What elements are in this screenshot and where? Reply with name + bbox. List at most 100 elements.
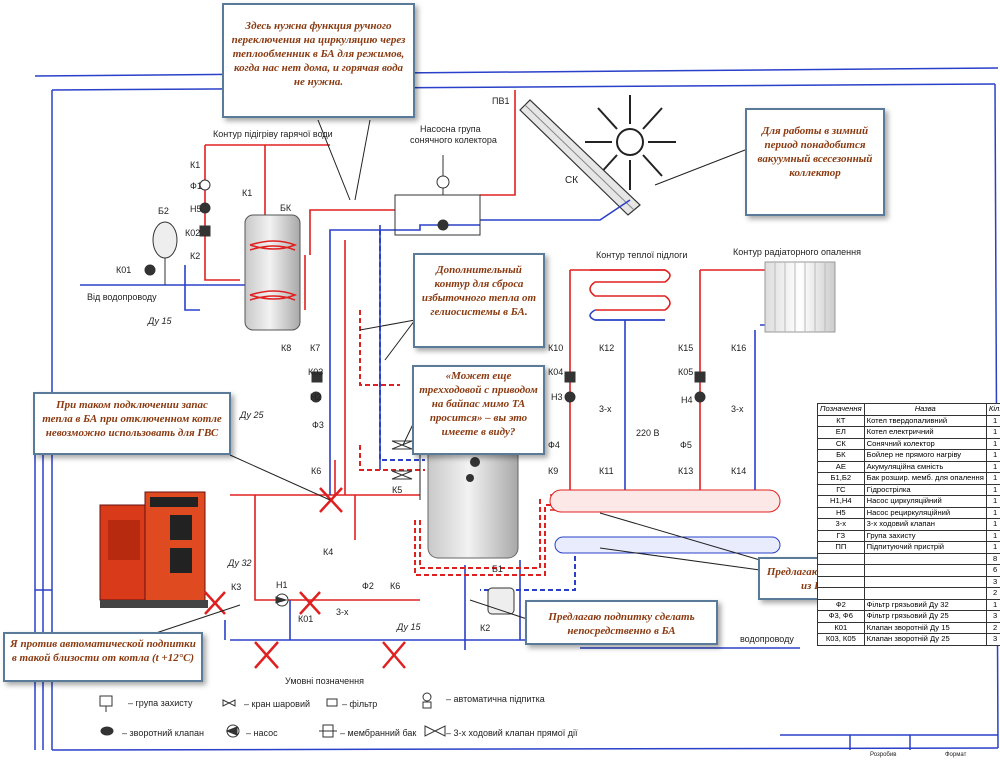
spec-row: 3	[818, 576, 1000, 588]
spec-cell-qty: 1	[986, 484, 1000, 496]
spec-cell-name: Бойлер не прямого нагріву	[864, 450, 986, 462]
stamp-developer: Розробив	[870, 752, 896, 758]
spec-cell-qty: 1	[986, 427, 1000, 439]
callout-makeup-ba: Предлагаю подпитку сделать непосредствен…	[525, 600, 718, 645]
bk-label: БК	[280, 203, 291, 213]
valve-k1a: К1	[190, 160, 200, 170]
valve-k1b: К1	[242, 188, 252, 198]
winter-leader	[655, 150, 745, 185]
spec-cell-qty: 1	[986, 415, 1000, 427]
valve-k13: К13	[678, 466, 693, 476]
spec-cell-name: Бак розшир. мемб. для опалення	[864, 473, 986, 485]
spec-cell-qty: 8	[986, 553, 1000, 565]
pump-group-box	[395, 155, 480, 235]
valve-k05: К05	[678, 367, 693, 377]
callout-manual-switch: Здесь нужна функция ручного переключения…	[222, 3, 415, 118]
spec-cell-code: Н1,Н4	[818, 496, 865, 508]
spec-cell-qty: 1	[986, 496, 1000, 508]
spec-cell-code: ГС	[818, 484, 865, 496]
hydro-separator	[550, 490, 780, 553]
threeway-valve-1: 3-х	[336, 607, 349, 617]
callout-extra-loop: Дополнительный контур для сброса избыточ…	[413, 253, 545, 348]
spec-cell-qty: 2	[986, 588, 1000, 600]
spec-cell-code: Ф2	[818, 599, 865, 611]
floor-loop-label: Контур теплої підлоги	[596, 250, 687, 260]
spec-cell-qty: 1	[986, 507, 1000, 519]
filter-f1: Ф1	[190, 181, 202, 191]
spec-cell-name: 3-х ходовий клапан	[864, 519, 986, 531]
valve-k14: К14	[731, 466, 746, 476]
legend-title: Умовні позначення	[285, 676, 364, 686]
spec-cell-qty: 1	[986, 461, 1000, 473]
spec-cell-qty: 1	[986, 473, 1000, 485]
spec-cell-code	[818, 565, 865, 577]
spec-cell-code: К03, К05	[818, 634, 865, 646]
spec-cell-code	[818, 553, 865, 565]
spec-row: 6	[818, 565, 1000, 577]
legend-symbols	[95, 690, 545, 740]
sk-label: СК	[565, 175, 578, 186]
spec-cell-name: Фільтр грязьовий Ду 25	[864, 611, 986, 623]
spec-cell-code: К01	[818, 622, 865, 634]
spec-cell-qty: 1	[986, 438, 1000, 450]
spec-header-qty: Кіл.	[986, 404, 1000, 416]
pump-h5: Н5	[190, 204, 202, 214]
frame-side-text	[37, 558, 44, 560]
du15-label-a: Ду 15	[148, 316, 171, 326]
spec-cell-qty: 1	[986, 542, 1000, 554]
spec-cell-code: ПП	[818, 542, 865, 554]
spec-row: 2	[818, 588, 1000, 600]
spec-cell-name: Підпитуючий пристрій	[864, 542, 986, 554]
spec-cell-name: Фільтр грязьовий Ду 32	[864, 599, 986, 611]
valve-k11: К11	[599, 466, 614, 476]
valve-k7: К7	[310, 343, 320, 353]
b1-label: Б1	[492, 564, 503, 574]
valve-k3: К3	[231, 582, 241, 592]
pump-h1: Н1	[276, 580, 288, 590]
valve-k5: К5	[392, 485, 402, 495]
spec-cell-qty: 6	[986, 565, 1000, 577]
spec-cell-name: Акумуляційна ємність	[864, 461, 986, 473]
valve-k15: К15	[678, 343, 693, 353]
floor-heating-loops	[590, 270, 670, 320]
spec-cell-code: СК	[818, 438, 865, 450]
valve-k8: К8	[281, 343, 291, 353]
spec-cell-qty: 1	[986, 450, 1000, 462]
spec-cell-name: Клапан зворотній Ду 25	[864, 634, 986, 646]
pump-group-label-2: сонячного колектора	[410, 135, 497, 145]
filter-f5: Ф5	[680, 440, 692, 450]
expansion-tank-b2	[153, 222, 177, 285]
callout-boiler-off: При таком подключении запас тепла в БА п…	[33, 392, 231, 455]
spec-cell-qty: 3	[986, 634, 1000, 646]
spec-cell-qty: 1	[986, 530, 1000, 542]
spec-cell-code: Н5	[818, 507, 865, 519]
filter-f2: Ф2	[362, 581, 374, 591]
solar-collector	[520, 100, 640, 215]
spec-cell-qty: 1	[986, 599, 1000, 611]
spec-cell-qty: 2	[986, 622, 1000, 634]
spec-cell-name	[864, 553, 986, 565]
solid-fuel-boiler	[100, 492, 208, 608]
spec-cell-name	[864, 588, 986, 600]
spec-cell-name: Сонячний колектор	[864, 438, 986, 450]
spec-cell-name: Клапан зворотній Ду 15	[864, 622, 986, 634]
spec-cell-code: БК	[818, 450, 865, 462]
valve-k2a: К2	[190, 251, 200, 261]
spec-cell-code	[818, 576, 865, 588]
valve-k4: К4	[323, 547, 333, 557]
du15-label-b: Ду 15	[397, 622, 420, 632]
valve-k6: К6	[311, 466, 321, 476]
spec-cell-code: ЕЛ	[818, 427, 865, 439]
spec-cell-name: Група захисту	[864, 530, 986, 542]
b2-label: Б2	[158, 206, 169, 216]
spec-cell-name: Котел твердопаливний	[864, 415, 986, 427]
spec-cell-code	[818, 588, 865, 600]
